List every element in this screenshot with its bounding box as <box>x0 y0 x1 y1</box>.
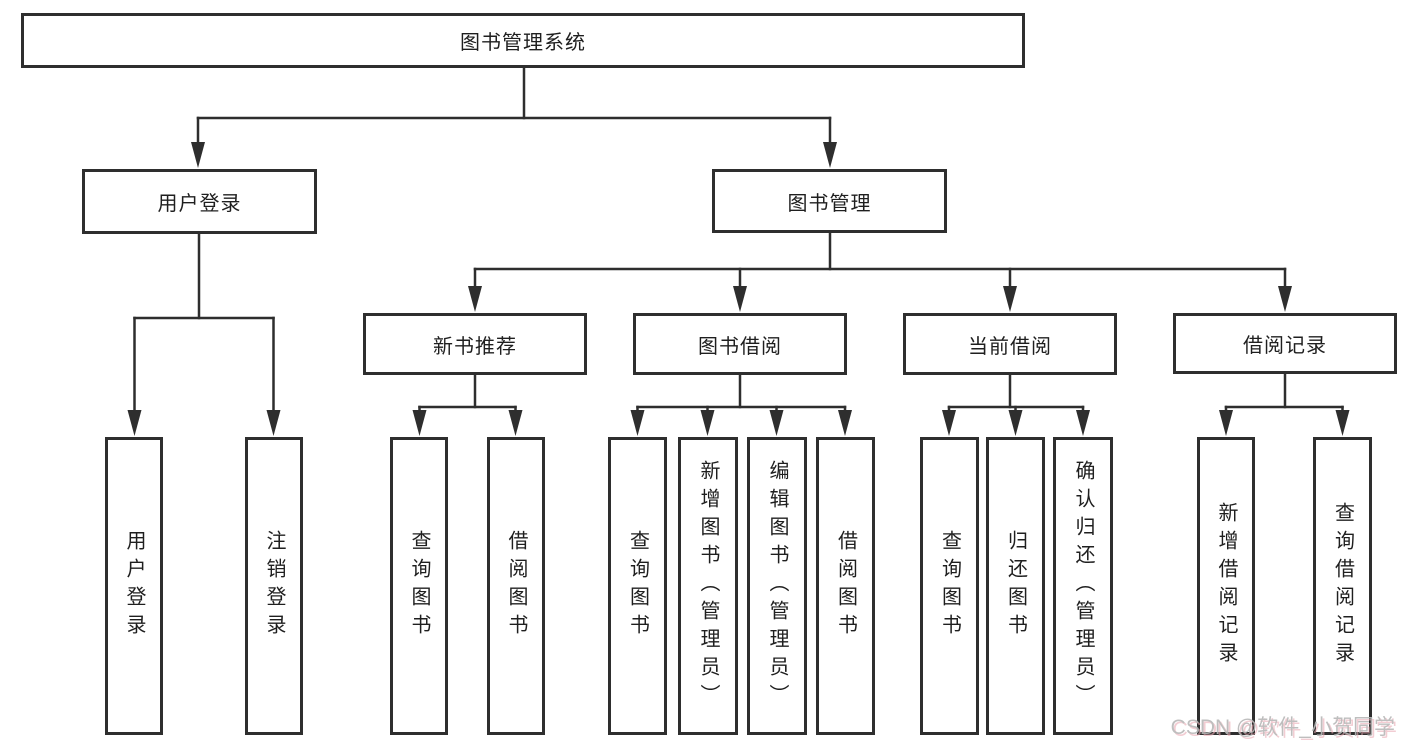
arrowhead-icon <box>630 410 645 436</box>
arrowhead-icon <box>412 410 427 436</box>
arrowhead-icon <box>700 410 715 436</box>
arrowhead-icon <box>1219 410 1233 436</box>
arrowhead-icon <box>1278 286 1292 312</box>
csdn-watermark: CSDN @软件_小贺同学 <box>1170 716 1395 739</box>
arrowhead-icon <box>1008 410 1023 436</box>
node-label: 注销登录 <box>263 530 285 642</box>
leaf-query-books: 查询图书 <box>390 437 448 735</box>
node-current-borrowing: 当前借阅 <box>903 313 1117 375</box>
node-library-system: 图书管理系统 <box>21 13 1025 68</box>
leaf-add-borrow-record: 新增借阅记录 <box>1197 437 1255 735</box>
arrowhead-icon <box>823 142 837 168</box>
arrowhead-icon <box>1335 410 1350 436</box>
node-label: 图书管理系统 <box>460 32 586 54</box>
node-label: 当前借阅 <box>968 335 1052 358</box>
node-user-login: 用户登录 <box>82 169 317 234</box>
node-label: 归还图书 <box>1004 530 1027 642</box>
arrowhead-icon <box>1076 410 1090 436</box>
leaf-edit-books-admin: 编辑图书（管理员） <box>747 437 807 735</box>
leaf-logout-login: 注销登录 <box>245 437 303 735</box>
arrowhead-icon <box>838 410 852 436</box>
node-label: 查询图书 <box>938 530 961 642</box>
arrowhead-icon <box>468 286 482 312</box>
leaf-borrow-books: 借阅图书 <box>487 437 545 735</box>
node-label: 用户登录 <box>123 530 145 642</box>
leaf-query-borrow-record: 查询借阅记录 <box>1313 437 1372 735</box>
arrowhead-icon <box>127 410 142 436</box>
node-label: 新增借阅记录 <box>1215 502 1237 670</box>
leaf-add-books-admin: 新增图书（管理员） <box>678 437 738 735</box>
leaf-confirm-return-admin: 确认归还（管理员） <box>1053 437 1113 735</box>
node-label: 新书推荐 <box>433 335 517 358</box>
arrowhead-icon <box>508 410 523 436</box>
node-label: 确认归还（管理员） <box>1072 460 1094 712</box>
node-label: 图书借阅 <box>698 335 782 358</box>
node-label: 借阅图书 <box>505 530 527 642</box>
node-book-borrowing: 图书借阅 <box>633 313 847 375</box>
node-label: 查询图书 <box>408 530 430 642</box>
arrowhead-icon <box>266 410 281 436</box>
node-label: 查询图书 <box>626 530 649 642</box>
node-label: 借阅图书 <box>834 530 857 642</box>
leaf-borrow-books-2: 借阅图书 <box>816 437 875 735</box>
node-borrowing-records: 借阅记录 <box>1173 313 1397 374</box>
arrowhead-icon <box>942 410 956 436</box>
arrowhead-icon <box>191 142 205 168</box>
node-label: 编辑图书（管理员） <box>766 460 788 712</box>
node-label: 借阅记录 <box>1243 335 1327 357</box>
node-label: 查询借阅记录 <box>1331 502 1354 670</box>
leaf-query-books-2: 查询图书 <box>608 437 667 735</box>
arrowhead-icon <box>769 410 784 436</box>
leaf-user-login: 用户登录 <box>105 437 163 735</box>
arrowhead-icon <box>1003 286 1017 312</box>
arrowhead-icon <box>733 286 747 312</box>
node-label: 新增图书（管理员） <box>697 460 719 712</box>
node-new-book-recommendation: 新书推荐 <box>363 313 587 375</box>
leaf-query-books-3: 查询图书 <box>920 437 979 735</box>
leaf-return-books: 归还图书 <box>986 437 1045 735</box>
node-label: 用户登录 <box>157 193 242 215</box>
node-label: 图书管理 <box>787 192 872 215</box>
node-book-management: 图书管理 <box>712 169 947 233</box>
